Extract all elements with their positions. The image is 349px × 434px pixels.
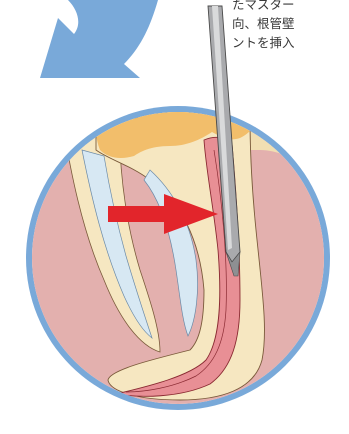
curved-arrow-icon — [40, 0, 158, 78]
caption-line-3: ントを挿入 — [232, 33, 349, 52]
caption-line-1: たマスター — [232, 0, 349, 14]
caption-line-2: 向、根管壁 — [232, 14, 349, 33]
caption-text: たマスター 向、根管壁 ントを挿入 — [232, 0, 349, 52]
